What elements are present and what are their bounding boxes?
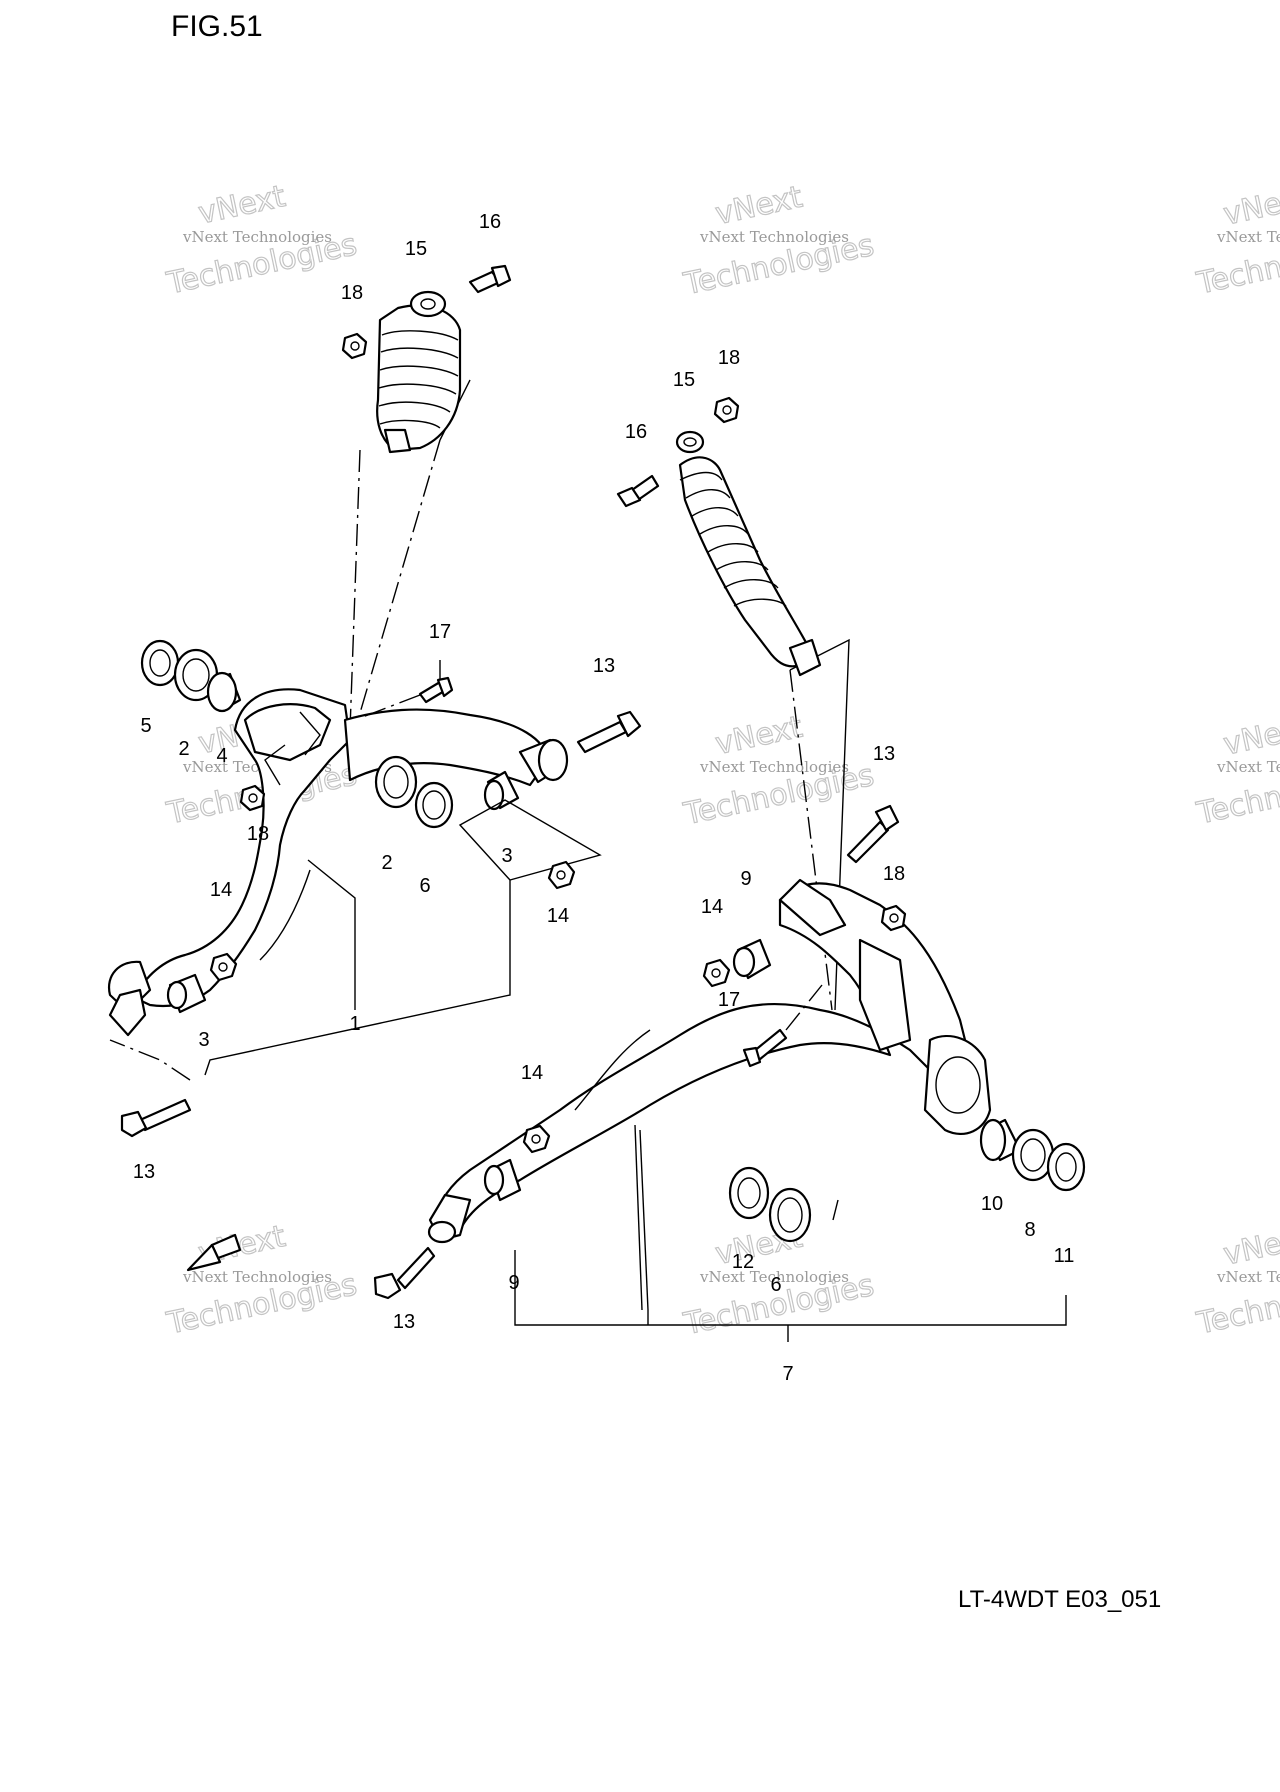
callout-right-seal: 11	[1054, 1245, 1075, 1267]
callout-left-seal: 5	[140, 715, 151, 737]
watermark-text: vNext Technologies	[699, 1268, 849, 1286]
callout-labels: 15 16 18 5 2 4 17 13 2 6 3 14 18 14 3 1 …	[133, 211, 1075, 1385]
watermark-big-top: vNext	[1220, 710, 1280, 763]
callout-left-bushing-b: 3	[198, 1029, 209, 1051]
left-bushing-upper	[458, 770, 602, 881]
callout-right-nut-14-upper: 14	[701, 896, 723, 918]
callout-left-shock-nut: 18	[341, 282, 363, 304]
left-nut-14-right	[547, 860, 576, 890]
right-assembly	[373, 396, 1086, 1342]
callout-right-bushing-b: 9	[508, 1272, 519, 1294]
callout-right-shock-nut: 18	[718, 347, 740, 369]
left-swing-arm	[107, 688, 569, 1037]
callout-right-nut-14-lower: 14	[521, 1062, 543, 1084]
right-seal	[1046, 1142, 1086, 1192]
direction-arrow-icon	[186, 1233, 242, 1272]
left-nut-18-lower	[239, 784, 266, 812]
callout-left-bushing-a: 3	[501, 845, 512, 867]
left-shock-nut	[341, 332, 368, 360]
callout-left-bolt-17: 17	[429, 621, 451, 643]
watermark-big-top: vNext	[1220, 180, 1280, 233]
callout-left-arm: 1	[349, 1013, 360, 1035]
watermark-text: vNext Technologies	[182, 228, 332, 246]
right-bearing-12	[728, 1166, 770, 1220]
callout-right-bearing-b: 12	[732, 1251, 754, 1273]
figure-code: LT-4WDT E03_051	[958, 1586, 1162, 1613]
callout-right-bolt-17: 17	[718, 989, 740, 1011]
callout-right-bearing: 8	[1024, 1219, 1035, 1241]
right-nut-14-upper	[702, 958, 731, 988]
callout-right-shock: 15	[673, 369, 695, 391]
left-bolt-17	[359, 660, 454, 719]
callout-right-shock-bolt: 16	[625, 421, 647, 443]
callout-left-nut-18-lower: 18	[247, 823, 269, 845]
callout-right-nut-18: 18	[883, 863, 905, 885]
callout-left-bolt-13-upper: 13	[593, 655, 615, 677]
watermark-text: vNext Technologies	[699, 758, 849, 776]
callout-left-shock-bolt: 16	[479, 211, 501, 233]
left-bolt-13-upper	[576, 710, 642, 754]
right-shock-nut	[713, 396, 740, 424]
callout-right-bolt-13-lower: 13	[393, 1311, 415, 1333]
right-bolt-17	[742, 984, 823, 1068]
left-shock-absorber	[349, 290, 471, 731]
watermark-text: vNext Technologies	[1216, 228, 1280, 246]
callout-right-bolt-13-upper: 13	[873, 743, 895, 765]
right-nut-18-lower	[880, 904, 907, 932]
callout-right-arm: 7	[782, 1363, 793, 1385]
watermark-big-top: vNext	[712, 180, 805, 233]
left-nut-14-left	[209, 952, 238, 982]
callout-right-bushing-a: 9	[740, 868, 751, 890]
right-swing-arm	[427, 878, 992, 1311]
left-seal-6	[414, 781, 454, 829]
watermark-text: vNext Technologies	[1216, 1268, 1280, 1286]
right-nut-14-lower	[522, 1124, 551, 1154]
right-shock-bolt	[616, 474, 660, 508]
figure-title: FIG.51	[171, 10, 263, 43]
watermark-text: vNext Technologies	[182, 1268, 332, 1286]
left-bolt-13-lower	[109, 1039, 192, 1138]
callout-left-bolt-13-lower: 13	[133, 1161, 155, 1183]
right-bearing	[1011, 1128, 1055, 1182]
right-seal-6	[768, 1187, 812, 1243]
callout-left-shock: 15	[405, 238, 427, 260]
right-bolt-13-upper	[846, 804, 900, 864]
right-bolt-13-lower	[373, 1246, 436, 1300]
left-assembly	[107, 264, 642, 1138]
callout-left-bearing-a: 2	[178, 738, 189, 760]
callout-left-nut-14-right: 14	[547, 905, 569, 927]
callout-left-bearing-b: 2	[381, 852, 392, 874]
watermark-text: vNext Technologies	[1216, 758, 1280, 776]
left-shock-bolt	[468, 264, 512, 294]
right-bushing-upper	[732, 938, 772, 980]
callout-right-seal-b: 6	[770, 1274, 781, 1296]
callout-left-spacer: 4	[216, 745, 227, 767]
left-bearing-lower	[374, 755, 418, 809]
callout-left-seal-b: 6	[419, 875, 430, 897]
watermark-big-top: vNext	[1220, 1220, 1280, 1273]
callout-right-spacer: 10	[981, 1193, 1003, 1215]
left-bushing-lower	[166, 973, 207, 1014]
watermark-text: vNext Technologies	[699, 228, 849, 246]
left-spacer	[206, 671, 242, 713]
right-bushing-lower	[483, 1158, 522, 1202]
watermark-big-top: vNext	[712, 710, 805, 763]
left-seal	[140, 639, 180, 687]
callout-left-nut-14-left: 14	[210, 879, 232, 901]
watermark-big-top: vNext	[195, 179, 288, 232]
